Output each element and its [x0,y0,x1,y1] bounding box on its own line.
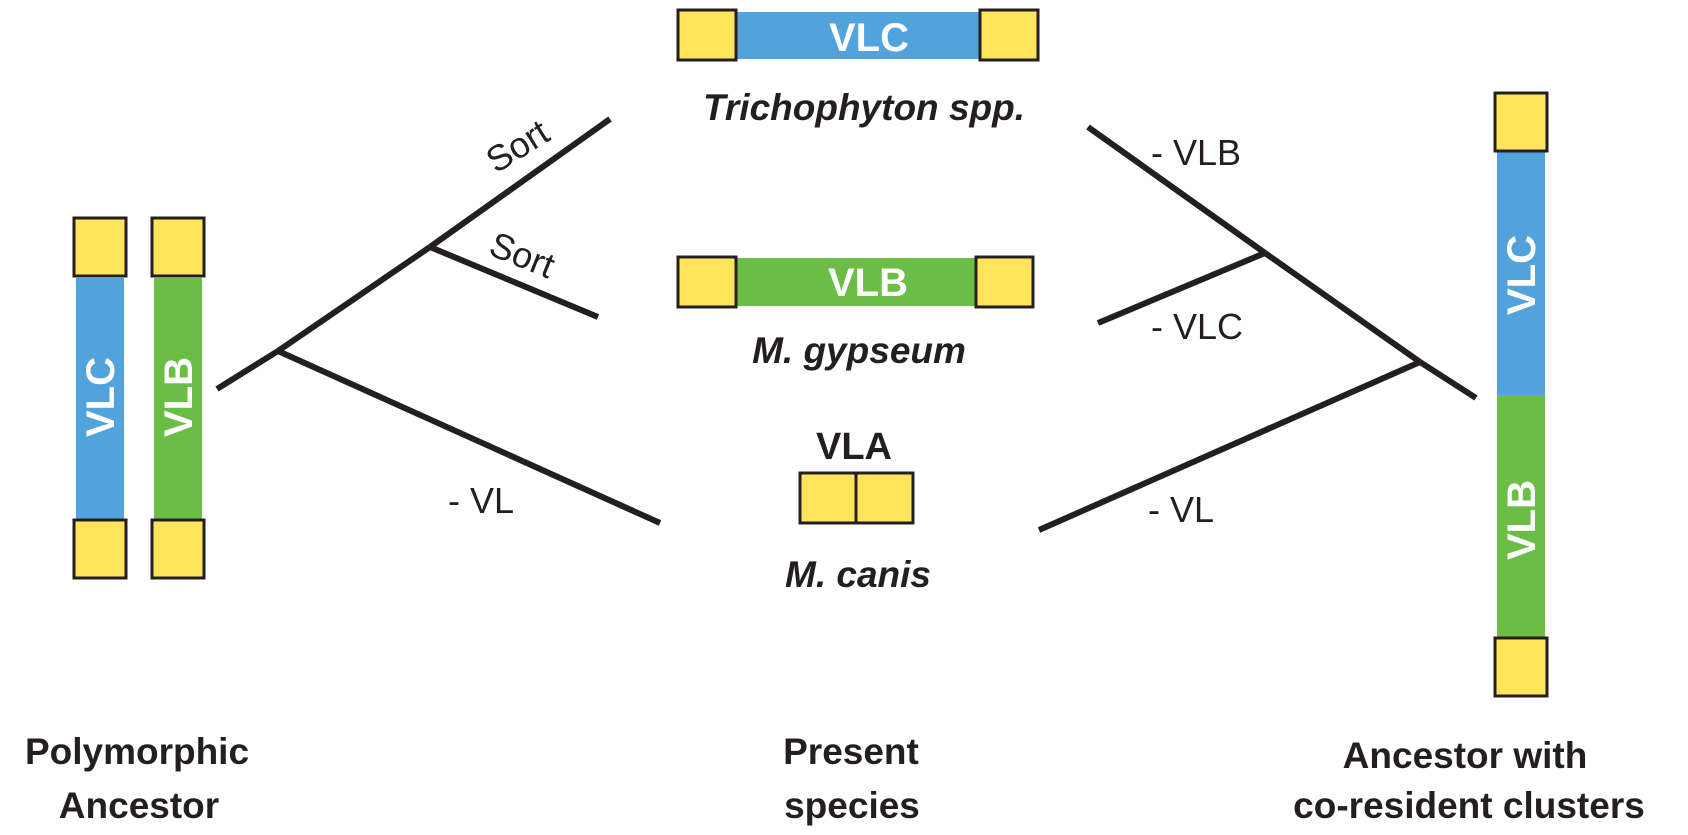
vlb-bar [1497,395,1545,638]
caption-ancestor: Ancestor with co-resident clusters [1293,735,1645,826]
species-gypseum: M. gypseum [752,330,966,371]
caption-line: species [784,785,920,826]
vlc-label: VLC [829,16,909,60]
vlb-label: VLB [828,261,908,305]
branch-label-minus-vlc: - VLC [1151,306,1243,347]
flank-box [676,255,738,309]
flank-box [854,471,915,525]
branch-label-sort-upper: Sort [479,111,557,181]
vla-label: VLA [816,426,892,468]
tree-branch [276,244,432,354]
flank-box [798,471,858,525]
vlc-bar [736,12,980,59]
tree-branch [1263,250,1422,365]
vlc-label: VLC [79,357,123,437]
caption-line: Ancestor with [1343,735,1588,776]
branch-label-minus-vl-left: - VL [448,480,514,521]
vlb-label: VLB [1500,480,1544,560]
tree-branch [1086,124,1267,256]
flank-box [1493,636,1549,698]
vlb-bar [736,258,976,306]
caption-polymorphic: Polymorphic Ancestor [25,731,249,826]
caption-line: Polymorphic [25,731,249,772]
tree-branch [1096,250,1267,326]
tree-branch [428,244,600,320]
trichophyton-cluster: VLC [676,8,1040,62]
vlc-label: VLC [1500,235,1544,315]
right-tree [1037,124,1478,533]
ancestor-vlc-cluster: VLC [72,216,128,580]
tree-branch [215,348,280,392]
vlc-bar [1497,152,1545,395]
caption-line: Ancestor [59,785,219,826]
flank-box [676,8,738,62]
species-trichophyton: Trichophyton spp. [703,87,1025,128]
polymorphic-ancestor: VLC VLB [72,216,206,580]
tree-branch [428,116,612,250]
caption-line: Present [783,731,919,772]
tree-branch [276,348,662,526]
flank-box [150,216,206,278]
tree-branch [1037,359,1422,533]
caption-present: Present species [783,731,920,826]
tree-branch [1418,359,1478,401]
flank-box [974,255,1035,309]
caption-line: co-resident clusters [1293,785,1645,826]
ancestor-vlb-cluster: VLB [150,216,206,580]
canis-cluster [798,471,915,525]
vlb-bar [154,278,202,521]
left-tree [215,116,662,526]
flank-box [1493,91,1549,153]
branch-label-minus-vlb: - VLB [1151,132,1241,173]
flank-box [150,518,206,580]
flank-box [72,518,128,580]
co-resident-ancestor: VLC VLB [1493,91,1549,698]
flank-box [978,8,1040,62]
gypseum-cluster: VLB [676,255,1035,309]
vlc-bar [76,278,124,521]
flank-box [72,216,128,278]
branch-label-minus-vl-right: - VL [1148,489,1214,530]
vlb-label: VLB [157,357,201,437]
species-canis: M. canis [785,554,931,595]
